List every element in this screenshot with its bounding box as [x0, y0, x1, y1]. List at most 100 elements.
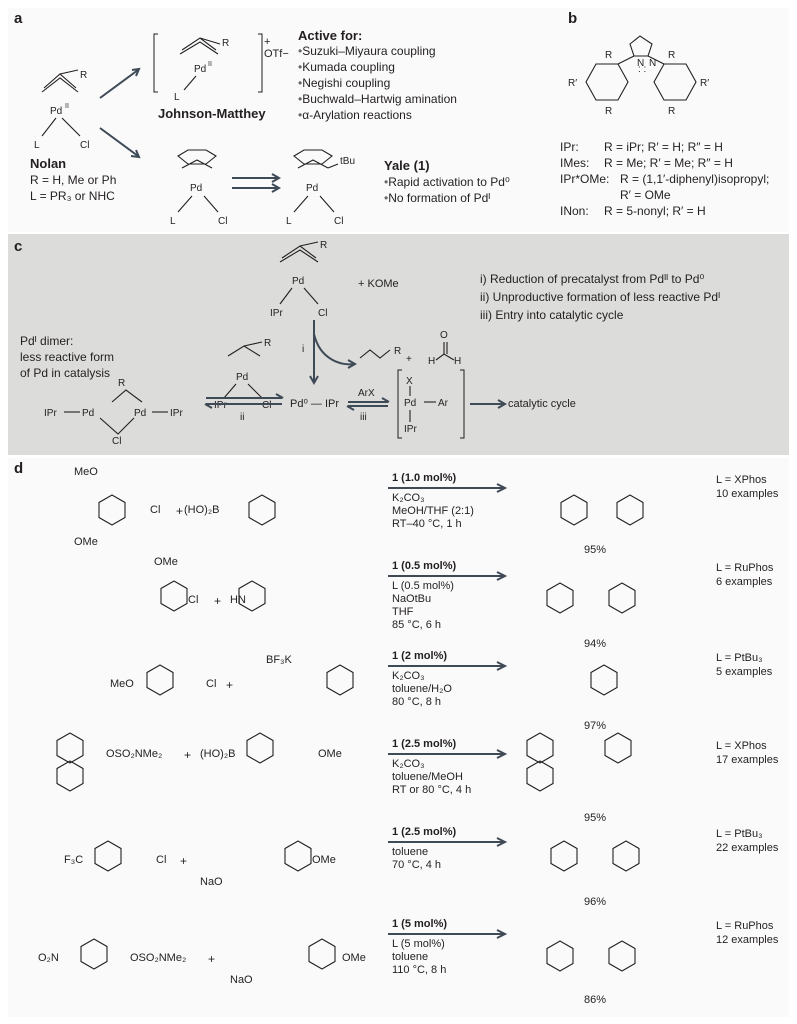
reaction-condition: 70 °C, 4 h — [392, 859, 442, 871]
reaction-arrow — [388, 837, 508, 847]
reagent-label: HN — [230, 594, 246, 606]
svg-text:Cl: Cl — [262, 400, 271, 411]
ligand-label: L = PtBu₃ — [716, 652, 763, 664]
catalyst-loading: 1 (2.5 mol%) — [392, 738, 457, 750]
aromatic-ring-icon — [56, 732, 84, 764]
reaction-condition: toluene/MeOH — [392, 771, 463, 783]
svg-text:L: L — [34, 140, 40, 151]
svg-text:IPr: IPr — [214, 400, 227, 411]
reaction-arrow — [388, 571, 508, 581]
examples-count: 12 examples — [716, 934, 779, 946]
reagent-label: (HO)₂B — [200, 748, 236, 760]
svg-text:II: II — [65, 103, 69, 110]
ligand-def: R = Me; R′ = Me; R″ = H — [604, 156, 733, 170]
panel-label-a: a — [14, 10, 23, 27]
svg-text:Pd: Pd — [404, 398, 416, 409]
aromatic-ring-icon — [308, 938, 336, 970]
pd0-ipr: Pd⁰ — IPr — [290, 398, 340, 410]
aromatic-ring-icon — [560, 494, 588, 526]
reagent-label: O₂N — [38, 952, 59, 964]
aromatic-ring-icon — [608, 940, 636, 972]
svg-text:IPr: IPr — [270, 308, 283, 319]
nolan-r-def: R = H, Me or Ph — [30, 173, 117, 187]
examples-count: 5 examples — [716, 666, 773, 678]
ligand-def: R′ = OMe — [620, 188, 671, 202]
svg-text:R′: R′ — [700, 78, 709, 89]
yale-point: No formation of Pdᴵ — [384, 191, 490, 205]
active-item: Suzuki–Miyaura coupling — [298, 44, 435, 58]
reagent-label: OMe — [342, 952, 366, 964]
aromatic-ring-icon — [590, 664, 618, 696]
ligand-def: R = (1,1′-diphenyl)isopropyl; — [620, 172, 770, 186]
examples-count: 17 examples — [716, 754, 779, 766]
ligand-name: IPr: — [560, 140, 579, 154]
svg-text:R: R — [118, 378, 125, 389]
johnson-matthey-label: Johnson-Matthey — [158, 106, 266, 121]
svg-text:R′: R′ — [568, 78, 577, 89]
active-item: Kumada coupling — [298, 60, 395, 74]
svg-text:i: i — [302, 344, 304, 355]
reaction-condition: K₂CO₃ — [392, 758, 425, 770]
dimer-title: Pdᴵ dimer: — [20, 334, 74, 348]
active-item: Buchwald–Hartwig amination — [298, 92, 457, 106]
reagent-label: OSO₂NMe₂ — [130, 952, 187, 964]
reaction-condition: L (5 mol%) — [392, 938, 445, 950]
step-text: ii) Unproductive formation of less react… — [480, 290, 721, 304]
svg-text:+: + — [406, 354, 412, 365]
aromatic-ring-icon — [546, 582, 574, 614]
svg-text:ArX: ArX — [358, 388, 375, 399]
reaction-condition: toluene/H₂O — [392, 683, 452, 695]
step-text: i) Reduction of precatalyst from Pdᴵᴵ to… — [480, 272, 705, 286]
svg-text:tBu: tBu — [340, 156, 355, 167]
svg-text:L: L — [170, 216, 176, 227]
yale-label: Yale (1) — [384, 158, 430, 173]
ligand-def: R = 5-nonyl; R′ = H — [604, 204, 706, 218]
aromatic-ring-icon — [546, 940, 574, 972]
svg-text:R: R — [264, 338, 271, 349]
svg-text:R: R — [80, 70, 87, 81]
aromatic-ring-icon — [246, 732, 274, 764]
ligand-name: IPr*OMe: — [560, 172, 610, 186]
reaction-condition: 80 °C, 8 h — [392, 696, 442, 708]
yale-point: Rapid activation to Pd⁰ — [384, 175, 510, 189]
reaction-condition: MeOH/THF (2:1) — [392, 505, 474, 517]
dimer-line: of Pd in catalysis — [20, 366, 111, 380]
svg-text:Pd: Pd — [50, 106, 62, 117]
aromatic-ring-icon — [608, 582, 636, 614]
reagent-label: OMe — [312, 854, 336, 866]
ligand-name: IMes: — [560, 156, 590, 170]
catalyst-loading: 1 (2 mol%) — [392, 650, 448, 662]
examples-count: 22 examples — [716, 842, 779, 854]
reaction-yield: 86% — [584, 994, 607, 1006]
aromatic-ring-icon — [248, 494, 276, 526]
aromatic-ring-icon — [94, 840, 122, 872]
ligand-label: L = RuPhos — [716, 920, 774, 932]
reagent-label: MeO — [110, 678, 134, 690]
panel-label-b: b — [568, 10, 578, 27]
reagent-label: Cl — [156, 854, 167, 866]
aromatic-ring-icon — [550, 840, 578, 872]
svg-text:Cl: Cl — [334, 216, 343, 227]
triflate-label: OTf− — [264, 48, 289, 60]
reaction-yield: 95% — [584, 544, 607, 556]
svg-text:N: N — [649, 58, 656, 69]
svg-text:R: R — [320, 240, 327, 251]
svg-text:Pd: Pd — [306, 183, 318, 194]
ligand-label: L = PtBu₃ — [716, 828, 763, 840]
aromatic-ring-icon — [80, 938, 108, 970]
svg-text:Pd: Pd — [292, 276, 304, 287]
svg-text:IPr: IPr — [44, 408, 57, 419]
svg-text:IPr: IPr — [404, 424, 417, 435]
reagent-label: Cl — [150, 504, 161, 516]
catalytic-cycle-label: catalytic cycle — [508, 398, 576, 410]
reagent-label: OMe — [74, 536, 98, 548]
panel-d-scheme — [56, 483, 644, 972]
svg-text:N: N — [637, 58, 644, 69]
kome-label: + KOMe — [358, 278, 399, 290]
svg-text:IPr: IPr — [170, 408, 183, 419]
charge-plus: + — [264, 36, 271, 48]
reagent-label: MeO — [74, 466, 98, 478]
